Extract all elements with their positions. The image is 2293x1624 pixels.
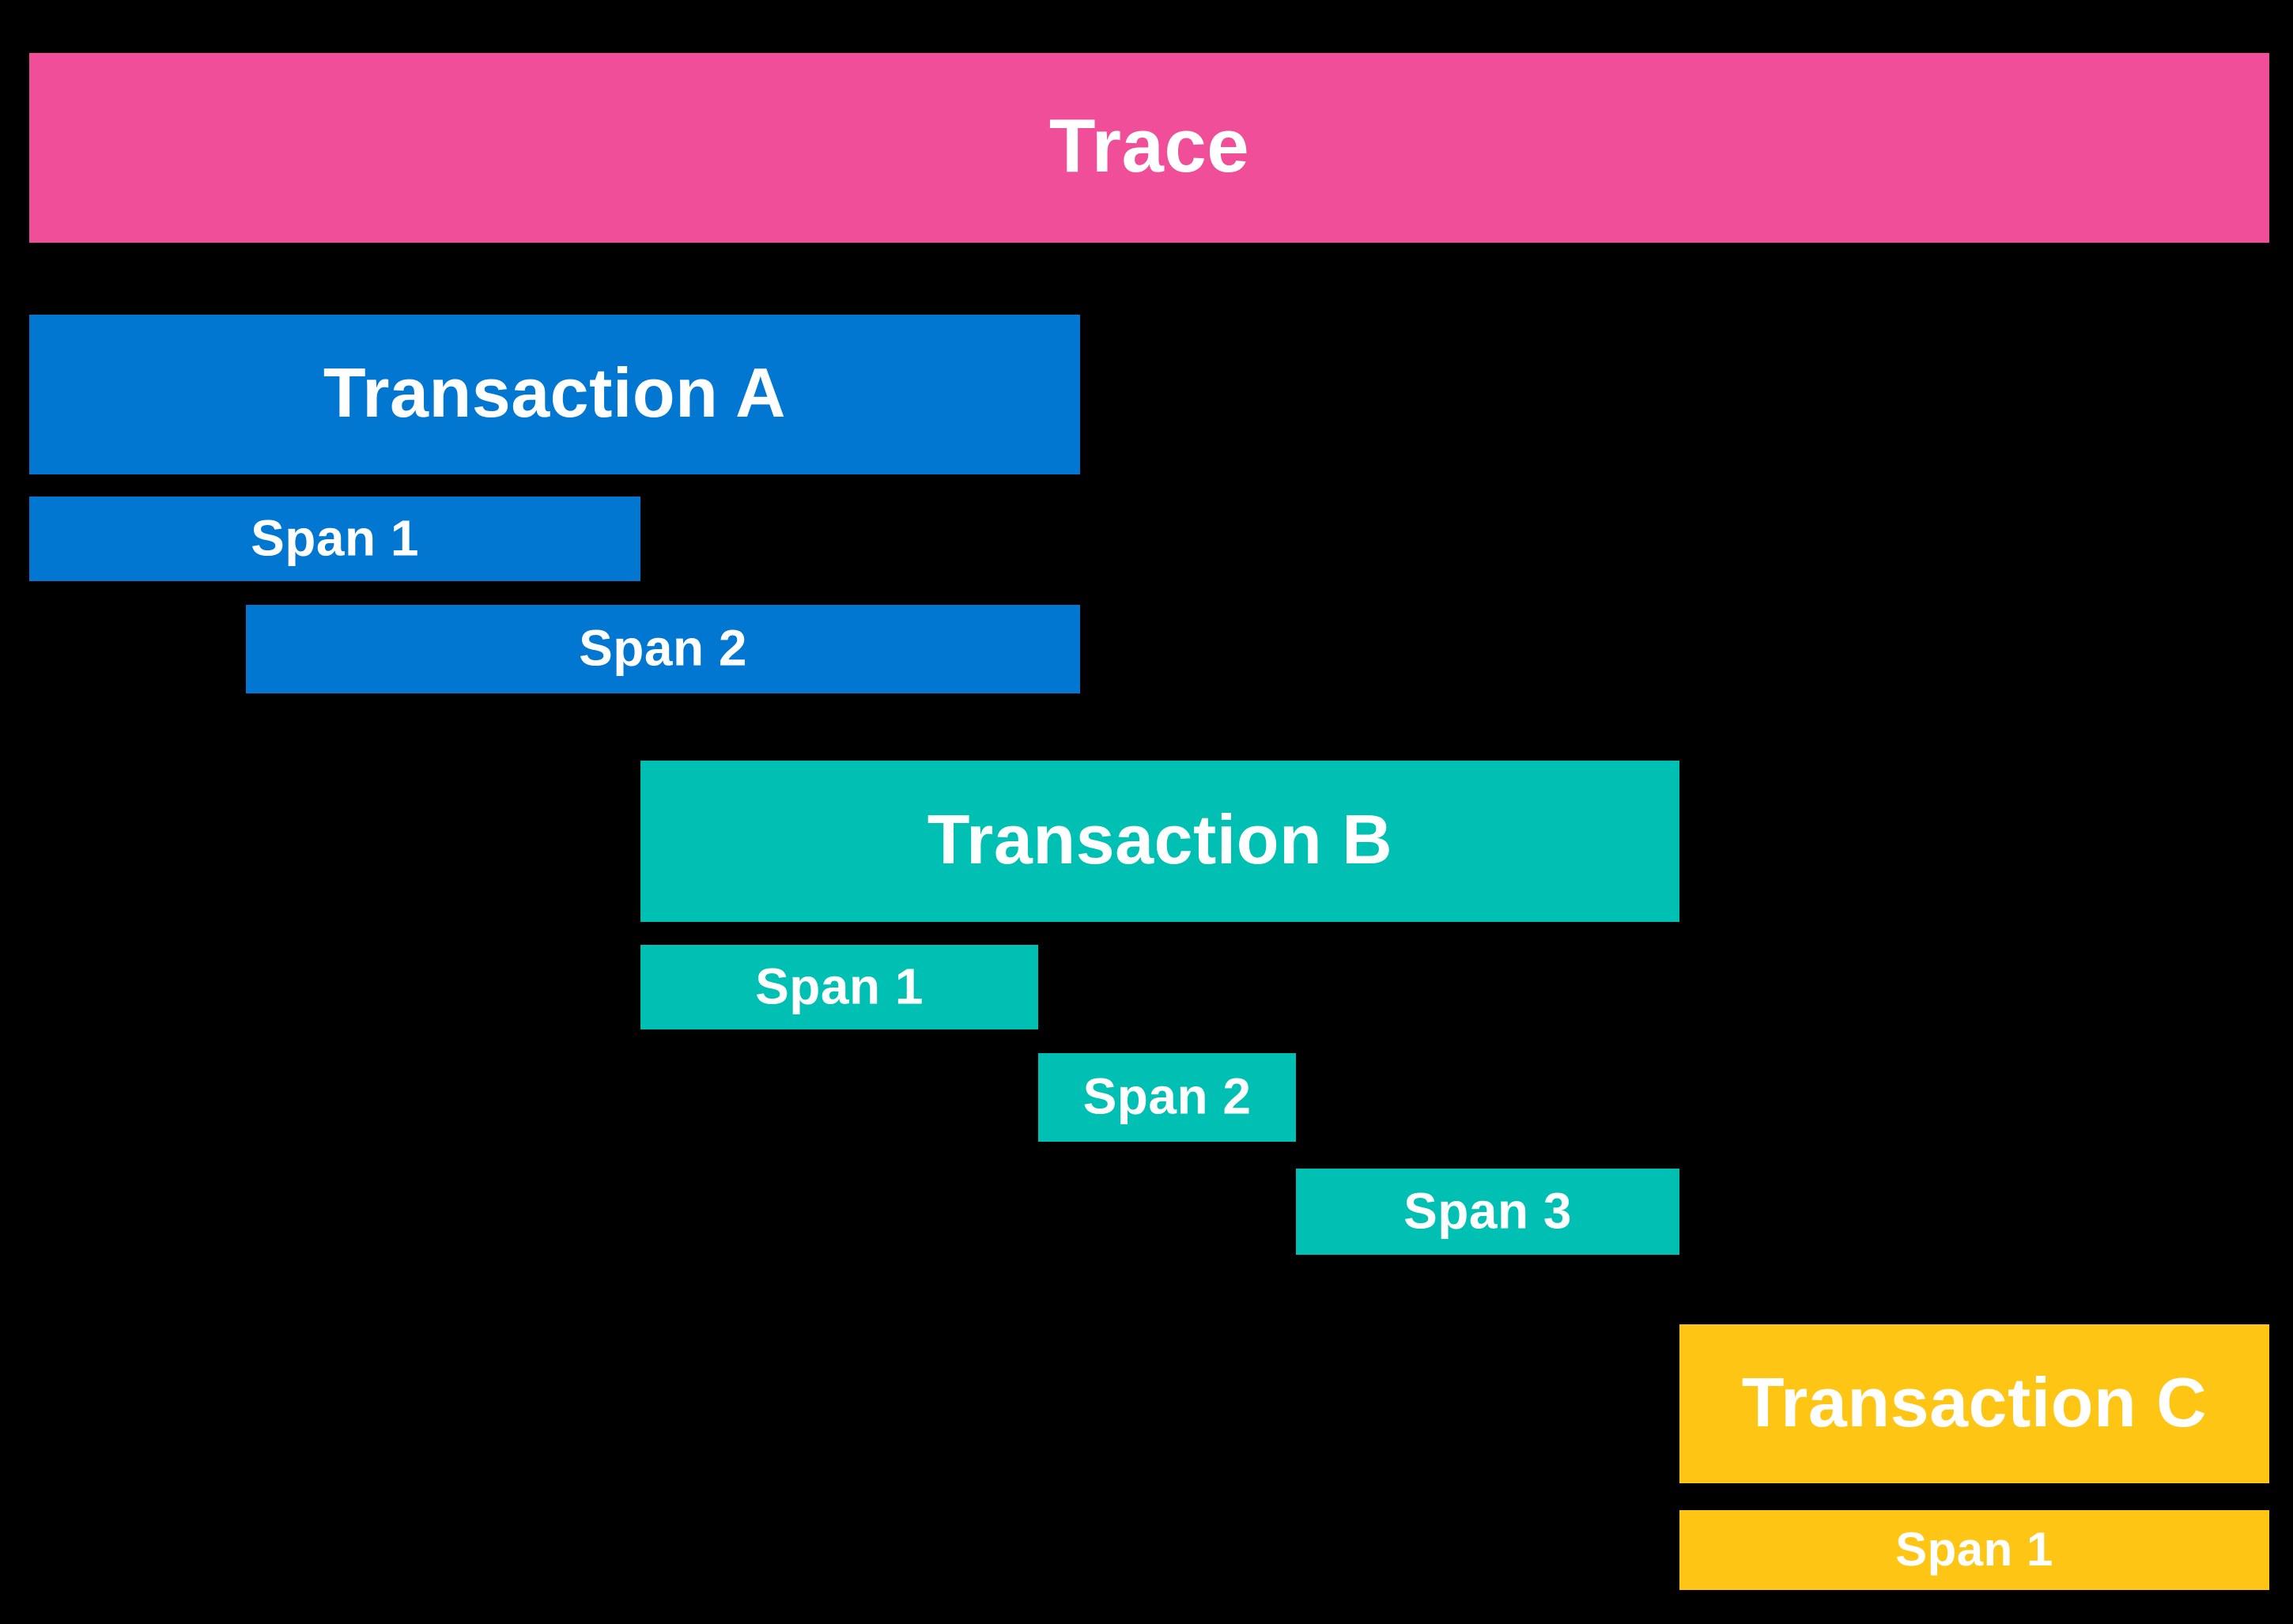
trace-bar: Trace [29, 53, 2269, 243]
transaction-c-label: Transaction C [1741, 1362, 2208, 1441]
transaction-b-span-1-label: Span 1 [755, 957, 924, 1015]
transaction-a-span-2-bar: Span 2 [246, 605, 1080, 693]
transaction-b-span-2-label: Span 2 [1082, 1067, 1252, 1125]
transaction-b-span-3-label: Span 3 [1403, 1182, 1572, 1240]
transaction-b-span-1-bar: Span 1 [640, 945, 1038, 1029]
transaction-a-span-2-label: Span 2 [579, 619, 747, 677]
transaction-b-span-2-bar: Span 2 [1038, 1053, 1296, 1142]
transaction-a-label: Transaction A [323, 353, 787, 432]
transaction-b-bar: Transaction B [640, 761, 1679, 922]
transaction-a-span-1-label: Span 1 [251, 509, 419, 567]
transaction-a-span-1-bar: Span 1 [29, 497, 640, 581]
trace-label: Trace [1048, 104, 1250, 189]
transaction-b-label: Transaction B [927, 800, 1393, 879]
transaction-c-span-1-bar: Span 1 [1679, 1510, 2269, 1590]
transaction-c-bar: Transaction C [1679, 1324, 2269, 1483]
transaction-b-span-3-bar: Span 3 [1296, 1169, 1679, 1255]
transaction-c-span-1-label: Span 1 [1895, 1522, 2053, 1576]
transaction-a-bar: Transaction A [29, 315, 1080, 474]
